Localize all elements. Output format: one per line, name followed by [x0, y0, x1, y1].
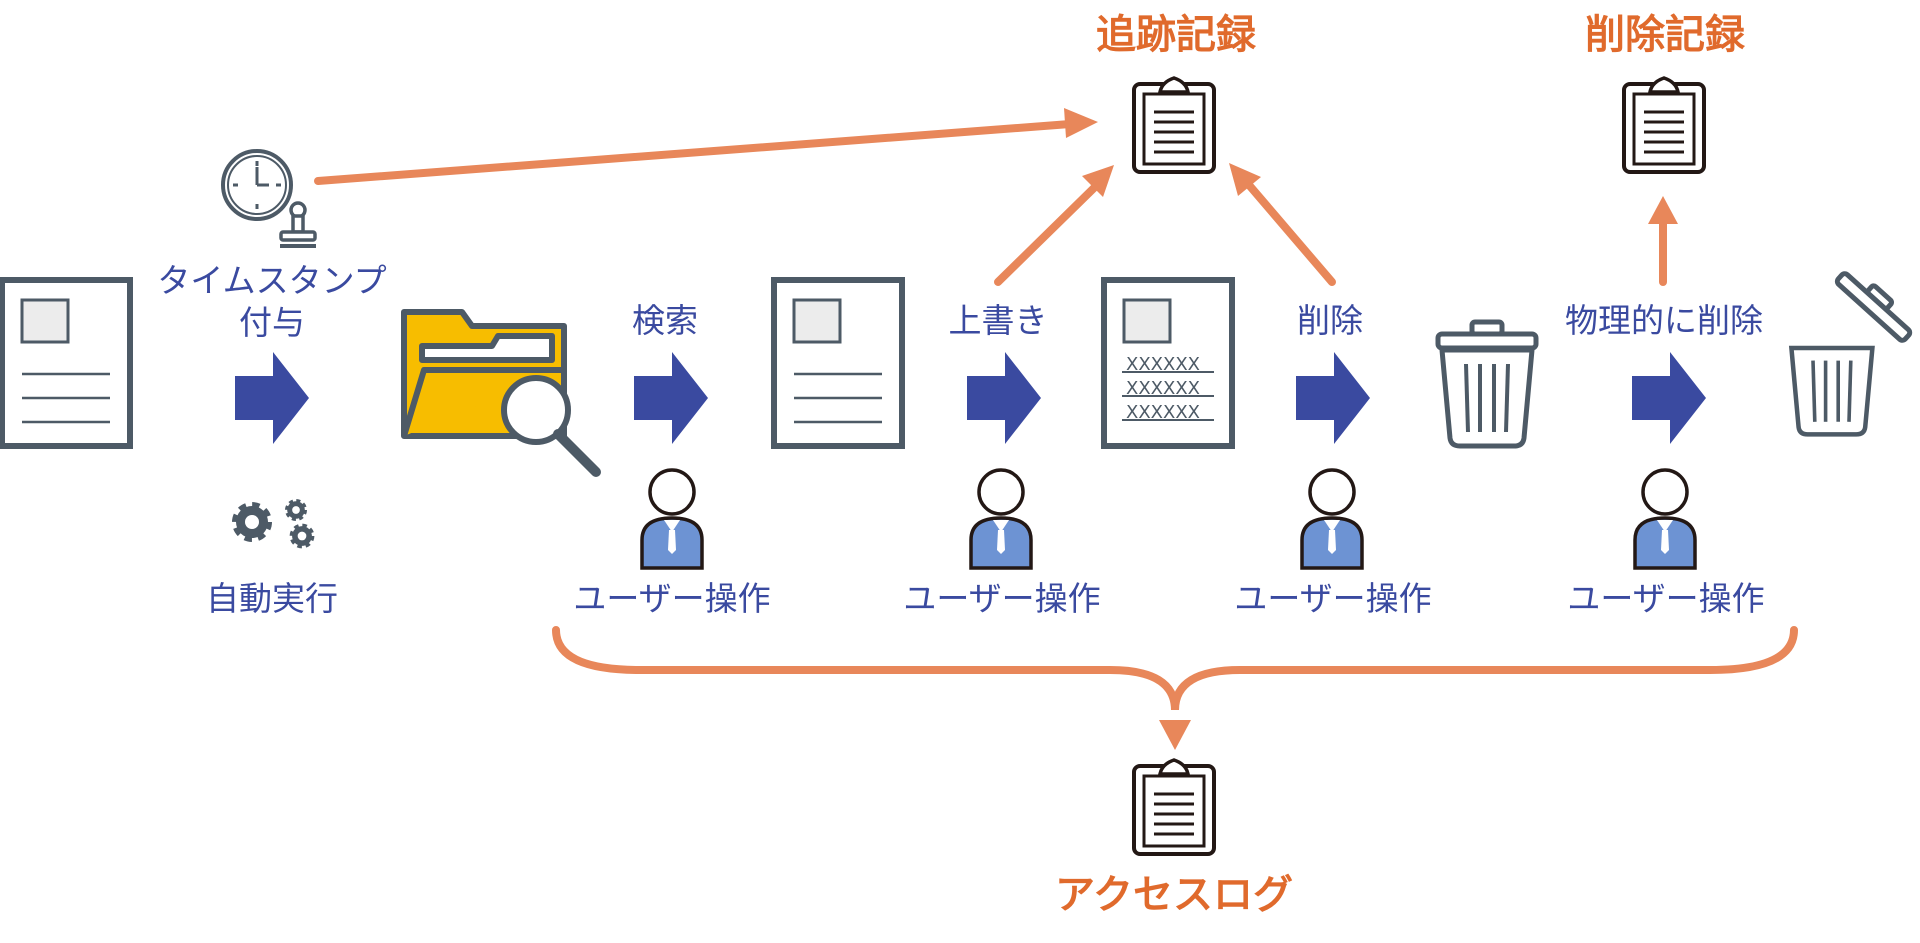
document-icon [2, 280, 130, 446]
doc-x-text: XXXXXX [1126, 402, 1200, 423]
user-icon [1300, 468, 1364, 570]
folder-search-icon [401, 309, 601, 477]
doc-x-text: XXXXXX [1126, 378, 1200, 399]
arrow-right-icon [235, 352, 309, 444]
tracking-record-label: 追跡記録 [1096, 12, 1257, 58]
delete-label: 削除 [1297, 301, 1363, 340]
doc-x-text: XXXXXX [1126, 354, 1200, 375]
user-icon [640, 468, 704, 570]
gears-icon [236, 501, 312, 546]
overwritten-document-icon: XXXXXX XXXXXX XXXXXX [1104, 280, 1232, 446]
clock-icon [221, 149, 293, 221]
user-op-label: ユーザー操作 [573, 579, 770, 618]
timestamp-sub-label: 付与 [239, 303, 305, 342]
clipboard-icon [1132, 76, 1216, 174]
clipboard-icon [1132, 758, 1216, 856]
orange-connectors [314, 108, 1798, 750]
document-icon [774, 280, 902, 446]
trash-open-icon [1791, 271, 1913, 435]
user-op-label: ユーザー操作 [903, 579, 1100, 618]
timestamp-label: タイムスタンプ [157, 261, 386, 300]
arrow-right-icon [967, 352, 1041, 444]
stamp-icon [279, 201, 317, 248]
user-icon [1633, 468, 1697, 570]
user-op-label: ユーザー操作 [1234, 579, 1431, 618]
user-op-label: ユーザー操作 [1567, 579, 1764, 618]
search-label: 検索 [632, 301, 698, 340]
user-icon [969, 468, 1033, 570]
deletion-record-label: 削除記録 [1585, 12, 1746, 58]
overwrite-label: 上書き [949, 301, 1048, 340]
physical-delete-label: 物理的に削除 [1565, 301, 1763, 340]
auto-exec-label: 自動実行 [206, 579, 338, 618]
access-log-label: アクセスログ [1055, 872, 1293, 918]
arrow-right-icon [1296, 352, 1370, 444]
clipboard-icon [1622, 76, 1706, 174]
trash-icon [1435, 319, 1539, 446]
arrow-right-icon [1632, 352, 1706, 444]
arrow-right-icon [634, 352, 708, 444]
